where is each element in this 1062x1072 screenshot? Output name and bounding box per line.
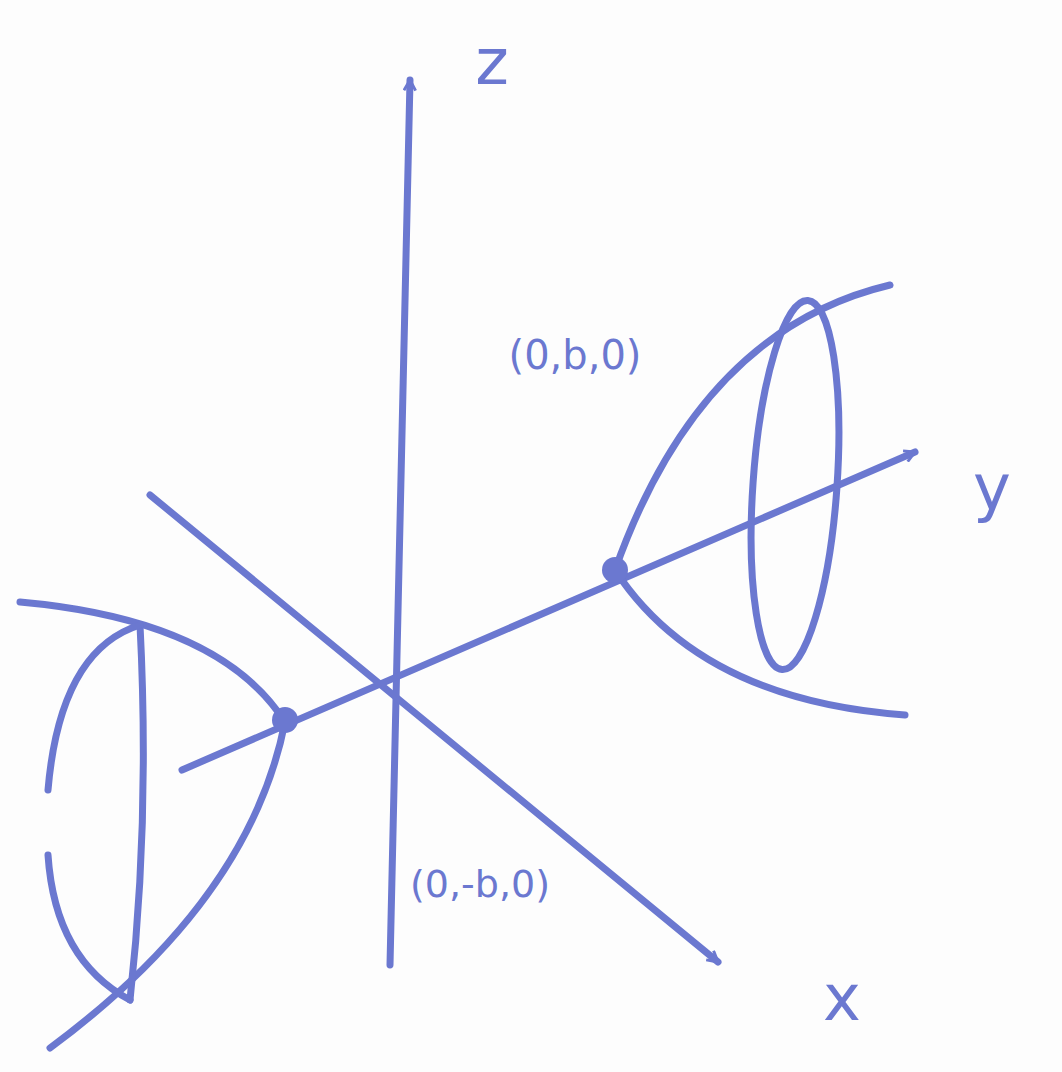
z-axis (390, 80, 410, 965)
x-axis (150, 495, 718, 962)
vertex-point (272, 707, 298, 733)
sheet-curve (50, 722, 285, 1048)
point-label: (0,-b,0) (410, 864, 550, 906)
sheet-curve (20, 602, 285, 722)
cross-section-ellipse (130, 625, 143, 1000)
axis-label: y (973, 453, 1011, 523)
cross-section-ellipse (48, 625, 140, 790)
vertex-point (602, 557, 628, 583)
cross-section-ellipse (740, 298, 850, 673)
point-label: (0,b,0) (509, 333, 642, 377)
cross-section-ellipse (48, 855, 130, 1000)
axis-label: z (475, 27, 509, 97)
axis-label: x (823, 963, 861, 1033)
